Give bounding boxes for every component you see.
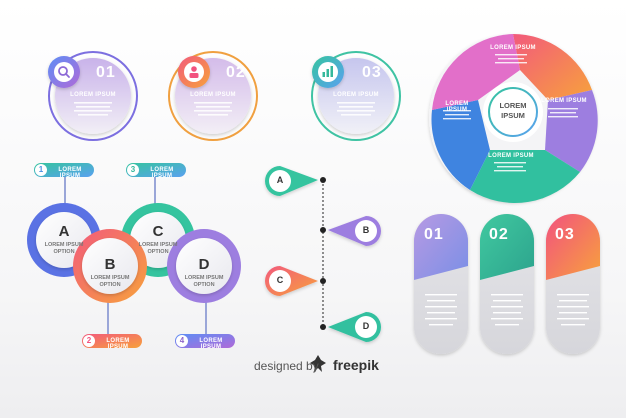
step-card-03 (311, 51, 401, 141)
pill-lines (425, 294, 589, 326)
option-letter-a: A (58, 223, 70, 240)
option-text-b: LOREM IPSUM OPTION (90, 275, 130, 288)
user-icon (189, 66, 199, 78)
option-text-a: LOREM IPSUM OPTION (44, 242, 84, 255)
pill-number-02: 02 (489, 226, 509, 243)
step-label-01: LOREM IPSUM (70, 92, 116, 98)
step-label-02: LOREM IPSUM (190, 92, 236, 98)
tag-label-4: LOREM IPSUM (199, 338, 223, 350)
cycle-segment-label-right: LOREM IPSUM (541, 98, 587, 104)
tag-number-4: 4 (179, 336, 185, 345)
cycle-center-label: LOREM IPSUM (499, 101, 527, 120)
freepik-logo-icon (310, 355, 326, 372)
step-card-02 (168, 51, 258, 141)
pin-letter-c: C (276, 275, 284, 285)
pin-letter-a: A (276, 175, 284, 185)
cycle-segment-label-left: LOREM IPSUM (445, 101, 469, 113)
option-circles (27, 203, 241, 303)
step-label-03: LOREM IPSUM (333, 92, 379, 98)
option-letter-c: C (152, 223, 164, 240)
pill-number-03: 03 (555, 226, 575, 243)
step-number-02: 02 (226, 64, 246, 81)
cycle-segment-label-bottom: LOREM IPSUM (488, 153, 534, 159)
option-letter-b: B (104, 256, 116, 273)
step-number-01: 01 (96, 64, 116, 81)
cycle-segment-label-top: LOREM IPSUM (490, 45, 536, 51)
option-text-d: LOREM IPSUM OPTION (184, 275, 224, 288)
pin-timeline (265, 166, 381, 342)
option-tags (34, 163, 235, 348)
tag-label-3: LOREM IPSUM (150, 167, 174, 179)
step-card-01 (48, 51, 138, 141)
option-text-c: LOREM IPSUM OPTION (138, 242, 178, 255)
bar-chart-icon (322, 66, 333, 77)
pin-letter-b: B (362, 225, 370, 235)
tag-label-2: LOREM IPSUM (106, 338, 130, 350)
search-icon (58, 66, 70, 78)
tag-label-1: LOREM IPSUM (58, 167, 82, 179)
pill-number-01: 01 (424, 226, 444, 243)
tag-number-1: 1 (38, 165, 44, 174)
cycle-lines (443, 54, 578, 172)
credit-text: designed by (254, 359, 319, 373)
credit-brand: freepik (333, 357, 379, 373)
step-card-lines (74, 102, 375, 116)
pin-letter-d: D (362, 321, 370, 331)
option-letter-d: D (198, 256, 210, 273)
step-number-03: 03 (362, 64, 382, 81)
cycle-diagram (429, 34, 598, 203)
tag-number-2: 2 (86, 336, 92, 345)
tag-number-3: 3 (130, 165, 136, 174)
